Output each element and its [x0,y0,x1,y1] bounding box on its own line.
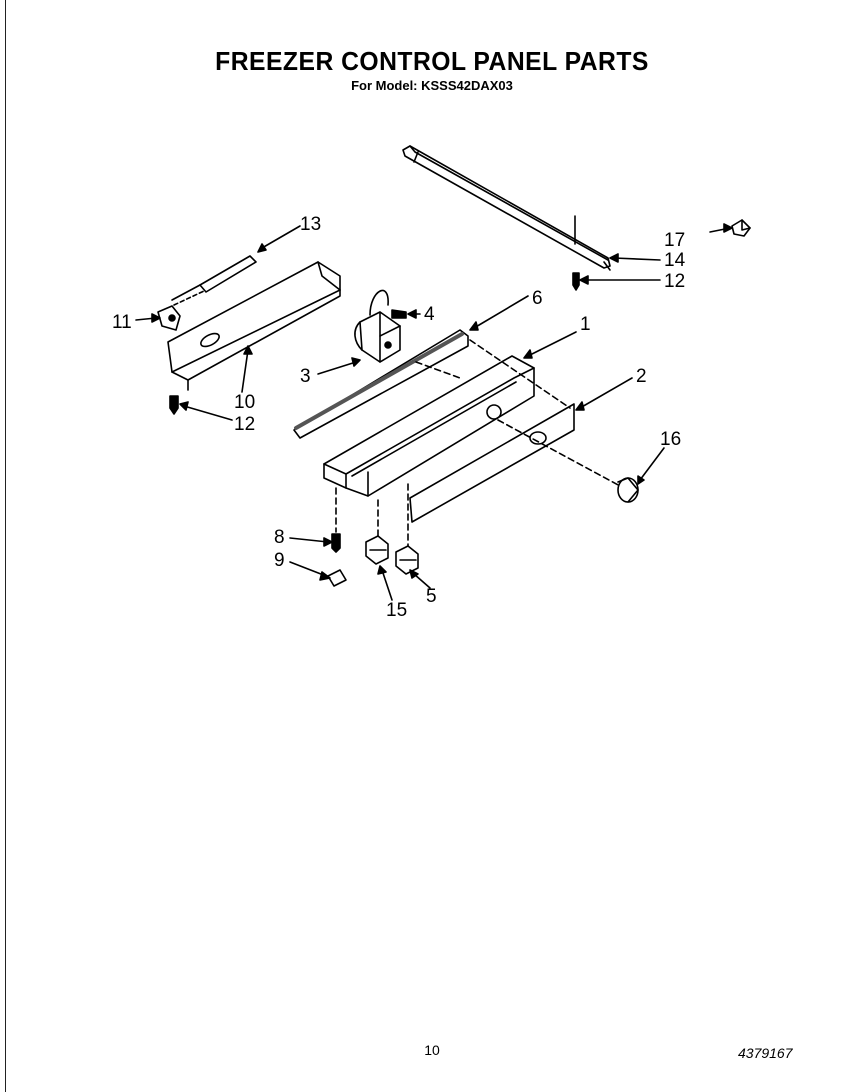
model-subtitle: For Model: KSSS42DAX03 [351,78,513,93]
part-8-screw [331,533,341,553]
callout-9: 9 [274,550,285,571]
callout-14: 14 [664,250,686,271]
callout-17: 17 [664,230,685,251]
callout-13: 13 [300,214,321,235]
callout-15: 15 [386,600,407,621]
part-12-screw-lower [169,395,179,415]
part-12-screw-top [572,272,580,291]
part-13-sensor-tube [171,255,257,306]
part-5-switch [395,545,419,575]
part-1-panel-housing [323,355,535,497]
part-4-screw [391,309,407,319]
part-6-gasket-strip [293,329,469,439]
part-9-nut [327,569,347,587]
callout-16: 16 [660,429,681,450]
callout-2: 2 [636,366,647,387]
part-10-mounting-plate [167,261,341,391]
callout-8: 8 [274,527,285,548]
callout-3: 3 [300,366,311,387]
callout-12-lower: 12 [234,414,255,435]
callout-4: 4 [424,304,435,325]
part-2-panel-overlay [409,403,575,523]
callout-6: 6 [532,288,543,309]
callout-5: 5 [426,586,437,607]
part-11-clip [157,305,181,331]
callout-11: 11 [112,312,132,333]
document-number: 4379167 [738,1045,793,1061]
callout-1: 1 [580,314,591,335]
part-17-clip [731,219,751,237]
part-3-thermostat [354,289,401,363]
callout-12-top: 12 [664,271,685,292]
diagram-title: FREEZER CONTROL PANEL PARTS [215,46,649,76]
part-16-knob [617,477,639,503]
part-15-switch [365,535,389,565]
part-14-bracket [402,145,611,271]
assembly-lines [335,339,621,547]
leader-lines [135,223,733,601]
callout-10: 10 [234,392,255,413]
page-number: 10 [424,1042,440,1058]
page-left-border [0,0,6,1092]
